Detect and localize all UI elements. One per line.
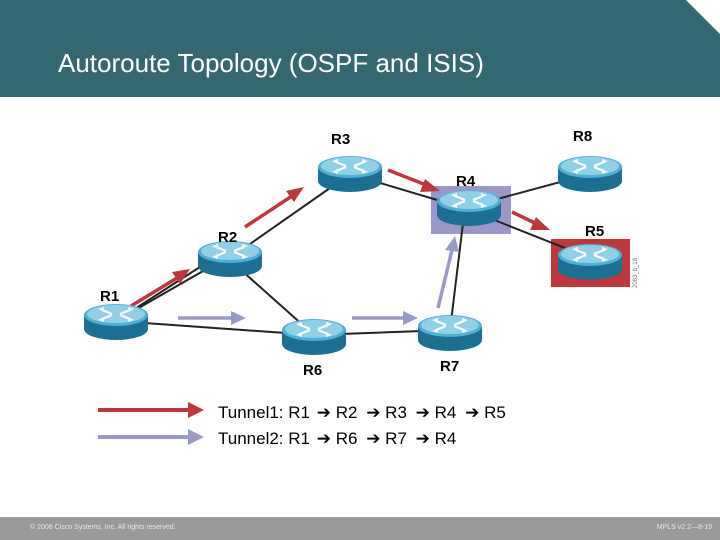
copyright-text: © 2006 Cisco Systems, Inc. All rights re… (30, 524, 176, 531)
legend-tunnel1-hop-1: R1 (288, 403, 310, 422)
arrow-right-icon: ➔ (416, 429, 430, 448)
legend-tunnel2-arrowhead (188, 429, 204, 445)
arrow-right-icon: ➔ (416, 403, 430, 422)
router-r6-icon[interactable] (280, 317, 348, 357)
arrow-right-icon: ➔ (366, 429, 380, 448)
network-links (115, 173, 591, 336)
legend-tunnel1-label: Tunnel1: (218, 403, 284, 422)
arrow-right-icon: ➔ (317, 429, 331, 448)
arrow-right-icon: ➔ (366, 403, 380, 422)
legend-tunnel2-label: Tunnel2: (218, 429, 284, 448)
legend-tunnel2-hop-2: R6 (336, 429, 358, 448)
tunnel2-arrows (178, 236, 459, 325)
router-r4-label: R4 (456, 173, 476, 190)
legend-tunnel2-hop-1: R1 (288, 429, 310, 448)
router-r8-label: R8 (573, 128, 592, 145)
legend-tunnel1-hop-3: R3 (385, 403, 407, 422)
legend-tunnel1-arrowhead (188, 402, 204, 418)
router-r7-label: R7 (440, 358, 459, 375)
slide-number: MPLS v2.2—8-19 (656, 524, 712, 531)
router-r2-label: R2 (218, 229, 237, 246)
tunnel1-arrows (130, 168, 550, 308)
legend-tunnel2-text: Tunnel2: R1 ➔ R6 ➔ R7 ➔ R4 (218, 429, 456, 448)
arrow-right-icon: ➔ (465, 403, 479, 422)
router-r3-icon[interactable] (316, 154, 384, 194)
router-r2-icon[interactable] (196, 239, 264, 279)
legend: Tunnel1: R1 ➔ R2 ➔ R3 ➔ R4 ➔ R5 Tunnel2:… (98, 402, 506, 448)
header-bar: Autoroute Topology (OSPF and ISIS) (0, 0, 720, 97)
router-r8-icon[interactable] (556, 154, 624, 194)
legend-tunnel1-hop-2: R2 (336, 403, 358, 422)
router-r5-label: R5 (585, 223, 604, 240)
side-code: 2083_b_18 (633, 257, 639, 288)
router-r5-icon[interactable] (556, 242, 624, 282)
legend-tunnel2-hop-3: R7 (385, 429, 407, 448)
router-r4-icon[interactable] (435, 188, 503, 228)
legend-tunnel1-text: Tunnel1: R1 ➔ R2 ➔ R3 ➔ R4 ➔ R5 (218, 403, 506, 422)
router-r1-icon[interactable] (82, 302, 150, 342)
legend-tunnel2-hop-4: R4 (435, 429, 457, 448)
arrow-right-icon: ➔ (317, 403, 331, 422)
header-corner-notch (686, 0, 720, 34)
router-r1-label: R1 (100, 288, 119, 305)
legend-tunnel1-hop-5: R5 (484, 403, 506, 422)
legend-tunnel1-hop-4: R4 (435, 403, 457, 422)
topology-diagram: R1 R2 R3 R4 R5 R6 R7 R8 2083_b_18 Tunnel… (82, 128, 639, 448)
router-r7-icon[interactable] (416, 313, 484, 353)
footer-bar: © 2006 Cisco Systems, Inc. All rights re… (0, 517, 720, 540)
page-title: Autoroute Topology (OSPF and ISIS) (58, 48, 484, 78)
router-r6-label: R6 (303, 362, 322, 379)
router-r3-label: R3 (331, 131, 350, 148)
